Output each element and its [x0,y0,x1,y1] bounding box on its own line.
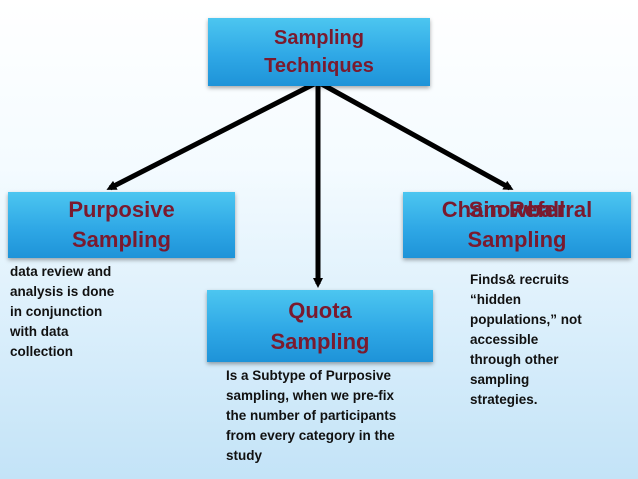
purposive-line2: Sampling [71,227,171,252]
purposive-description: data review and analysis is done in conj… [10,264,115,359]
quota-line2: Sampling [270,329,370,354]
purposive-line1: Purposive [68,197,175,222]
snowball-title-a: Chain Referral [441,197,593,222]
arrow-to-snowball [316,79,514,191]
snowball-overlapping-title: Chain Referral Snowball [403,195,631,225]
quota-line1: Quota [288,298,352,323]
snowball-title-b: Snowball [468,197,566,222]
snowball-line2: Sampling [467,227,567,252]
sampling-techniques-node: Sampling Techniques [208,18,430,86]
quota-sampling-node: Quota Sampling [207,290,433,362]
snowball-description: Finds& recruits “hidden populations,” no… [470,272,582,407]
arrow-to-purposive [106,79,320,191]
root-line2: Techniques [264,55,374,77]
snowball-sampling-node: Chain Referral Snowball Sampling [403,192,631,258]
root-line1: Sampling [273,27,364,49]
quota-description: Is a Subtype of Purposive sampling, when… [226,368,397,463]
purposive-sampling-node: Purposive Sampling [8,192,235,258]
